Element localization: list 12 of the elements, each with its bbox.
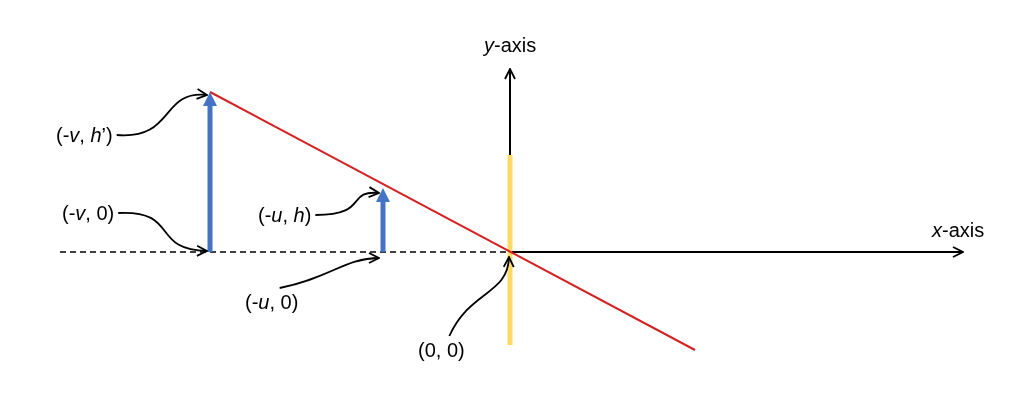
leader-line xyxy=(278,252,380,289)
point-label: (-v, h’) xyxy=(56,123,113,147)
leader-line xyxy=(117,212,208,257)
point-label: (-u, 0) xyxy=(245,290,299,314)
point-label: (0, 0) xyxy=(418,338,465,362)
axis-label: x-axis xyxy=(932,218,985,242)
point-label: (-u, h) xyxy=(258,203,312,227)
leader-line xyxy=(115,88,208,137)
leader-line xyxy=(448,256,514,337)
leader-line xyxy=(314,186,380,216)
axis-label: y-axis xyxy=(484,33,537,57)
point-label: (-v, 0) xyxy=(62,201,115,225)
